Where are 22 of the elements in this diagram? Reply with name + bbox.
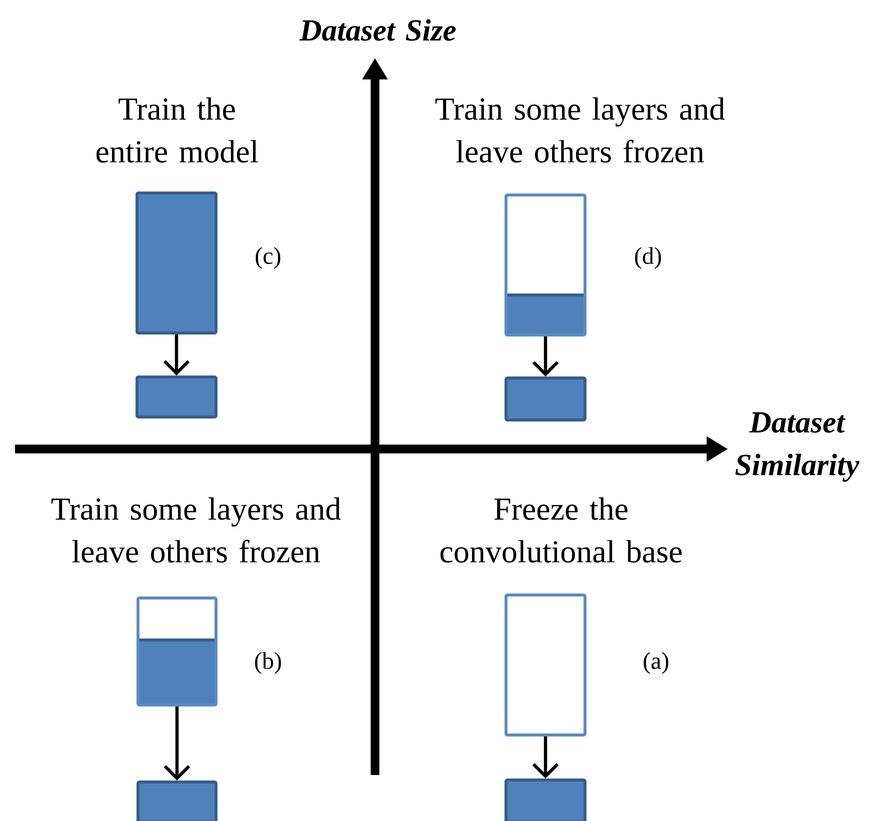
output-box xyxy=(136,376,218,418)
heading: Train some layers and leave others frozen xyxy=(51,497,341,563)
heading: Train some layers and leave others frozen xyxy=(435,97,725,163)
panel-letter: (a) xyxy=(644,652,668,674)
arrow xyxy=(163,334,190,376)
panel-letter: (d) xyxy=(635,247,661,269)
axis-label: Dataset Similarity xyxy=(735,412,860,482)
arrow xyxy=(532,736,559,779)
layer-stack xyxy=(136,596,218,706)
layer-stack xyxy=(504,594,586,736)
axis-label: Dataset Size xyxy=(299,19,456,41)
output-box xyxy=(136,780,218,821)
heading: Freeze the convolutional base xyxy=(440,497,682,563)
layer-stack xyxy=(504,194,586,336)
panel-letter: (b) xyxy=(255,652,281,674)
arrow xyxy=(532,336,559,377)
heading: Train the entire model xyxy=(96,97,258,163)
arrow xyxy=(164,706,190,781)
output-box xyxy=(504,778,586,821)
output-box xyxy=(504,376,586,422)
panel-letter: (c) xyxy=(256,247,280,269)
layer-stack xyxy=(136,192,218,334)
